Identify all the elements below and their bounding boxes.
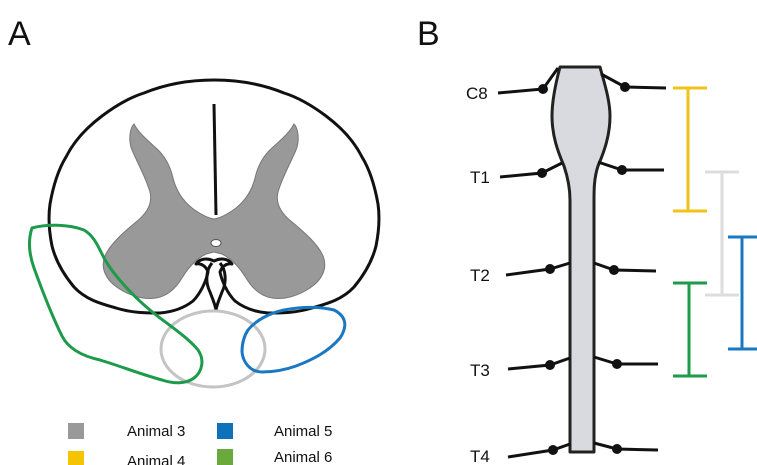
central-canal <box>211 240 221 247</box>
ventral-median-fissure <box>207 263 225 310</box>
spinal-cord-longitudinal <box>552 67 610 452</box>
legend-label-animal-5: Animal 5 <box>274 423 332 440</box>
bracket-animal-6 <box>673 283 707 376</box>
segment-label-t4: T4 <box>470 447 490 465</box>
legend-label-animal-3: Animal 3 <box>127 423 185 440</box>
segment-label-t1: T1 <box>470 168 490 187</box>
legend-swatch-animal-6 <box>217 449 233 465</box>
animal-3-region <box>161 311 265 387</box>
panel-b-letter: B <box>417 15 440 53</box>
legend-swatch-animal-4 <box>68 451 84 465</box>
segment-label-t2: T2 <box>470 266 490 285</box>
panel-a-letter: A <box>8 15 31 53</box>
bracket-animal-3 <box>705 172 739 295</box>
legend-swatch-animal-5 <box>217 423 233 439</box>
dorsal-median-septum <box>214 104 216 215</box>
legend-swatch-animal-3 <box>68 423 84 439</box>
segment-label-t3: T3 <box>470 361 490 380</box>
legend-label-animal-6: Animal 6 <box>274 449 332 465</box>
legend-label-animal-4: Animal 4 <box>127 453 185 465</box>
legend: Animal 3 Animal 4 Animal 5 Animal 6 <box>68 423 332 465</box>
segment-label-c8: C8 <box>466 84 488 103</box>
bracket-animal-5 <box>728 237 757 349</box>
bracket-animal-4 <box>673 88 707 211</box>
animal-5-region <box>242 307 345 372</box>
